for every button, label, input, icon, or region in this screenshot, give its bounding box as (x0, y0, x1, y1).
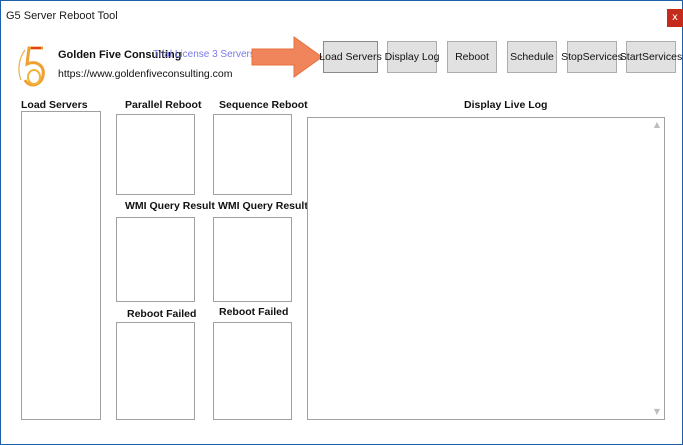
sequence-reboot-label: Sequence Reboot (219, 99, 308, 111)
load-servers-list[interactable] (21, 111, 101, 420)
title-bar: G5 Server Reboot Tool x (1, 1, 683, 31)
load-servers-button[interactable]: Load Servers (319, 41, 382, 73)
scroll-down-icon[interactable]: ▼ (653, 407, 661, 416)
parallel-reboot-list[interactable] (116, 114, 195, 195)
display-live-log-label: Display Live Log (464, 99, 548, 111)
scroll-up-icon[interactable]: ▲ (653, 120, 661, 129)
window-title: G5 Server Reboot Tool (6, 10, 118, 22)
close-icon: x (672, 12, 678, 23)
load-servers-label: Load Servers (21, 99, 88, 111)
pointer-arrow-icon (251, 36, 323, 78)
reboot-failed-left-list[interactable] (116, 322, 195, 420)
golden-five-logo-icon (18, 46, 45, 87)
license-label: Trial License 3 Servers (153, 49, 255, 60)
close-button[interactable]: x (667, 9, 683, 27)
wmi-query-result-left-list[interactable] (116, 217, 195, 302)
parallel-reboot-label: Parallel Reboot (125, 99, 202, 111)
reboot-button[interactable]: Reboot (447, 41, 497, 73)
live-log-textarea[interactable]: ▲ ▼ (307, 117, 665, 420)
schedule-button[interactable]: Schedule (507, 41, 557, 73)
reboot-failed-right-label: Reboot Failed (219, 306, 289, 318)
wmi-query-result-right-label: WMI Query Result (218, 200, 308, 212)
website-link[interactable]: https://www.goldenfiveconsulting.com (58, 68, 233, 80)
start-services-button[interactable]: StartServices (620, 41, 682, 73)
sequence-reboot-list[interactable] (213, 114, 292, 195)
stop-services-button[interactable]: StopServices (561, 41, 623, 73)
reboot-failed-right-list[interactable] (213, 322, 292, 420)
company-name: Golden Five Consulting (58, 49, 182, 61)
display-log-button[interactable]: Display Log (385, 41, 439, 73)
reboot-failed-left-label: Reboot Failed (127, 308, 197, 320)
wmi-query-result-right-list[interactable] (213, 217, 292, 302)
wmi-query-result-left-label: WMI Query Result (125, 200, 215, 212)
